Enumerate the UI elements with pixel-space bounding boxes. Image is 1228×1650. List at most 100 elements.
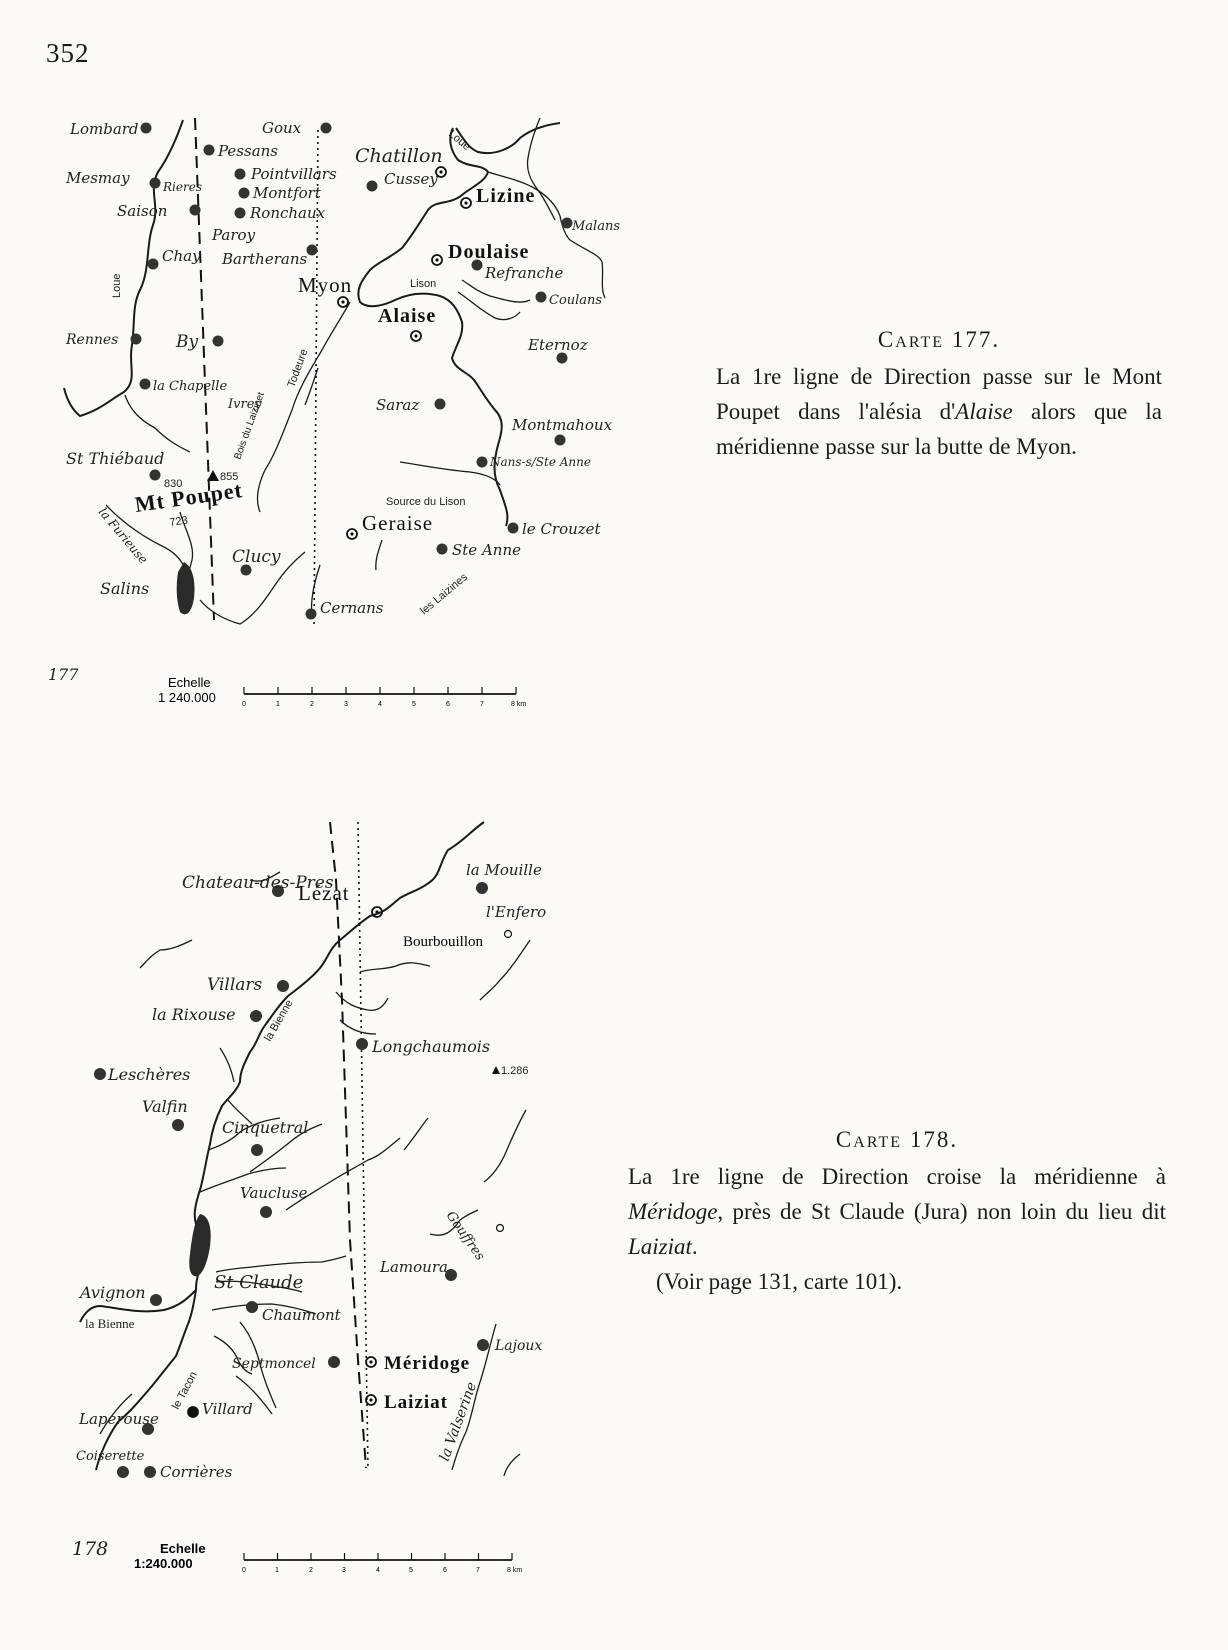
label-pointvillars: Pointvillars xyxy=(250,165,337,183)
salins-town xyxy=(176,562,195,615)
river-bienne-sw xyxy=(79,1289,197,1323)
label-coulans: Coulans xyxy=(549,293,602,308)
label-lison: Lison xyxy=(410,278,436,290)
caption-178-reference: (Voir page 131, carte 101). xyxy=(656,1269,903,1294)
label-refranche: Refranche xyxy=(484,264,564,282)
label-todeure: Todeure xyxy=(286,348,311,389)
svg-text:5: 5 xyxy=(412,701,416,708)
label-mt-poupet: Mt Poupet xyxy=(133,477,244,517)
label-elev-855: 855 xyxy=(220,471,238,483)
label-laiziat: Laiziat xyxy=(384,1392,448,1413)
river-branch-3 xyxy=(461,279,531,303)
svg-text:6: 6 xyxy=(446,701,450,708)
label-l-enfero: l'Enfero xyxy=(486,903,546,921)
page-number: 352 xyxy=(46,38,90,68)
label-saraz: Saraz xyxy=(376,396,419,414)
river-trib-19 xyxy=(239,1321,277,1409)
svg-text:8 km: 8 km xyxy=(507,1567,522,1574)
river-la-bienne xyxy=(193,821,485,1291)
label-cernans: Cernans xyxy=(320,599,384,617)
river-trib-3 xyxy=(359,962,431,973)
label-montfort: Montfort xyxy=(252,184,322,202)
river-trib-20 xyxy=(213,1335,253,1375)
label-villard: Villard xyxy=(202,1400,253,1418)
svg-text:7: 7 xyxy=(480,701,484,708)
label-myon: Myon xyxy=(298,273,352,297)
river-loue-west xyxy=(63,119,184,418)
label-longchaumois: Longchaumois xyxy=(371,1037,490,1056)
svg-text:3: 3 xyxy=(342,1567,346,1574)
label-alaise: Alaise xyxy=(378,305,436,327)
river-south-3 xyxy=(199,551,306,625)
river-branch-5 xyxy=(399,461,501,486)
river-south-2 xyxy=(375,539,383,571)
label-la-bienne-south: la Bienne xyxy=(85,1316,135,1331)
caption-177-title: Carte 177. xyxy=(877,327,1001,352)
river-trib-22 xyxy=(503,1453,521,1477)
label-la-chapelle: la Chapelle xyxy=(153,379,227,394)
direction-line-178 xyxy=(329,821,367,1469)
label-loue-ne: Loue xyxy=(446,128,472,153)
river-trib-16 xyxy=(215,1255,347,1273)
label-doulaise: Doulaise xyxy=(448,241,529,263)
scale-ratio-178: 1:240.000 xyxy=(134,1556,193,1571)
label-lezat: Lézat xyxy=(298,881,350,905)
river-branch-6 xyxy=(256,301,351,513)
label-malans: Malans xyxy=(571,219,620,234)
caption-177: Carte 177. La 1re ligne de Direction pas… xyxy=(716,322,1162,464)
svg-text:4: 4 xyxy=(378,701,382,708)
svg-text:4: 4 xyxy=(376,1567,380,1574)
river-trib-15 xyxy=(429,1209,479,1236)
svg-text:6: 6 xyxy=(443,1567,447,1574)
label-source-lison: Source du Lison xyxy=(386,496,466,508)
label-elev-830: 830 xyxy=(164,478,182,490)
river-branch-2 xyxy=(526,117,556,221)
river-trib-17 xyxy=(215,1280,303,1293)
river-trib-8 xyxy=(227,1099,253,1125)
label-vaucluse: Vaucluse xyxy=(240,1184,308,1202)
river-trib-10 xyxy=(199,1167,287,1193)
label-nans: Nans-s/Ste Anne xyxy=(489,455,591,469)
label-villars: Villars xyxy=(207,975,263,995)
label-by: By xyxy=(175,332,198,352)
place-markers-177 xyxy=(130,122,573,620)
river-small-west xyxy=(124,394,191,453)
label-elev-1286: 1.286 xyxy=(501,1065,529,1077)
label-mesmay: Mesmay xyxy=(65,169,130,187)
river-trib-12 xyxy=(285,1137,401,1211)
label-le-tacon: le Tacon xyxy=(170,1370,200,1412)
label-lombard: Lombard xyxy=(69,120,139,138)
scale-ticks-178 xyxy=(243,1553,513,1560)
label-eternoz: Eternoz xyxy=(527,336,588,354)
label-coiserette: Coiserette xyxy=(76,1449,145,1464)
label-ivrey: Ivrey xyxy=(227,397,262,412)
label-corrieres: Corrières xyxy=(160,1463,233,1481)
label-septmoncel: Septmoncel xyxy=(232,1356,316,1372)
label-les-laizines: les Laizines xyxy=(418,571,470,617)
st-claude-town xyxy=(189,1214,211,1277)
caption-178: Carte 178. La 1re ligne de Direction cro… xyxy=(628,1122,1166,1299)
scale-label-178: Echelle xyxy=(160,1541,206,1556)
summit-triangle-855 xyxy=(207,470,219,481)
map-number-178: 178 xyxy=(72,1538,108,1560)
svg-text:3: 3 xyxy=(344,701,348,708)
label-la-bienne-north: la Bienne xyxy=(262,998,295,1044)
svg-text:1: 1 xyxy=(276,701,280,708)
map-177: Lombard Goux Pessans Chatillon Mesmay Ri… xyxy=(48,117,620,708)
label-avignon: Avignon xyxy=(78,1283,146,1302)
scale-label-177: Echelle xyxy=(168,675,211,690)
town-markers-177 xyxy=(337,166,472,540)
summit-triangle-1286 xyxy=(492,1066,500,1074)
label-laperouse: Lapérouse xyxy=(78,1410,159,1428)
label-saison: Saison xyxy=(117,202,167,220)
svg-text:8 km: 8 km xyxy=(511,701,526,708)
svg-text:5: 5 xyxy=(409,1567,413,1574)
label-loue-west: Loue xyxy=(111,274,123,298)
river-trib-7 xyxy=(219,1047,235,1083)
label-bourbouillon: Bourbouillon xyxy=(403,934,484,950)
label-salins: Salins xyxy=(100,579,149,598)
label-chatillon: Chatillon xyxy=(355,145,443,167)
direction-line-177 xyxy=(194,117,215,621)
